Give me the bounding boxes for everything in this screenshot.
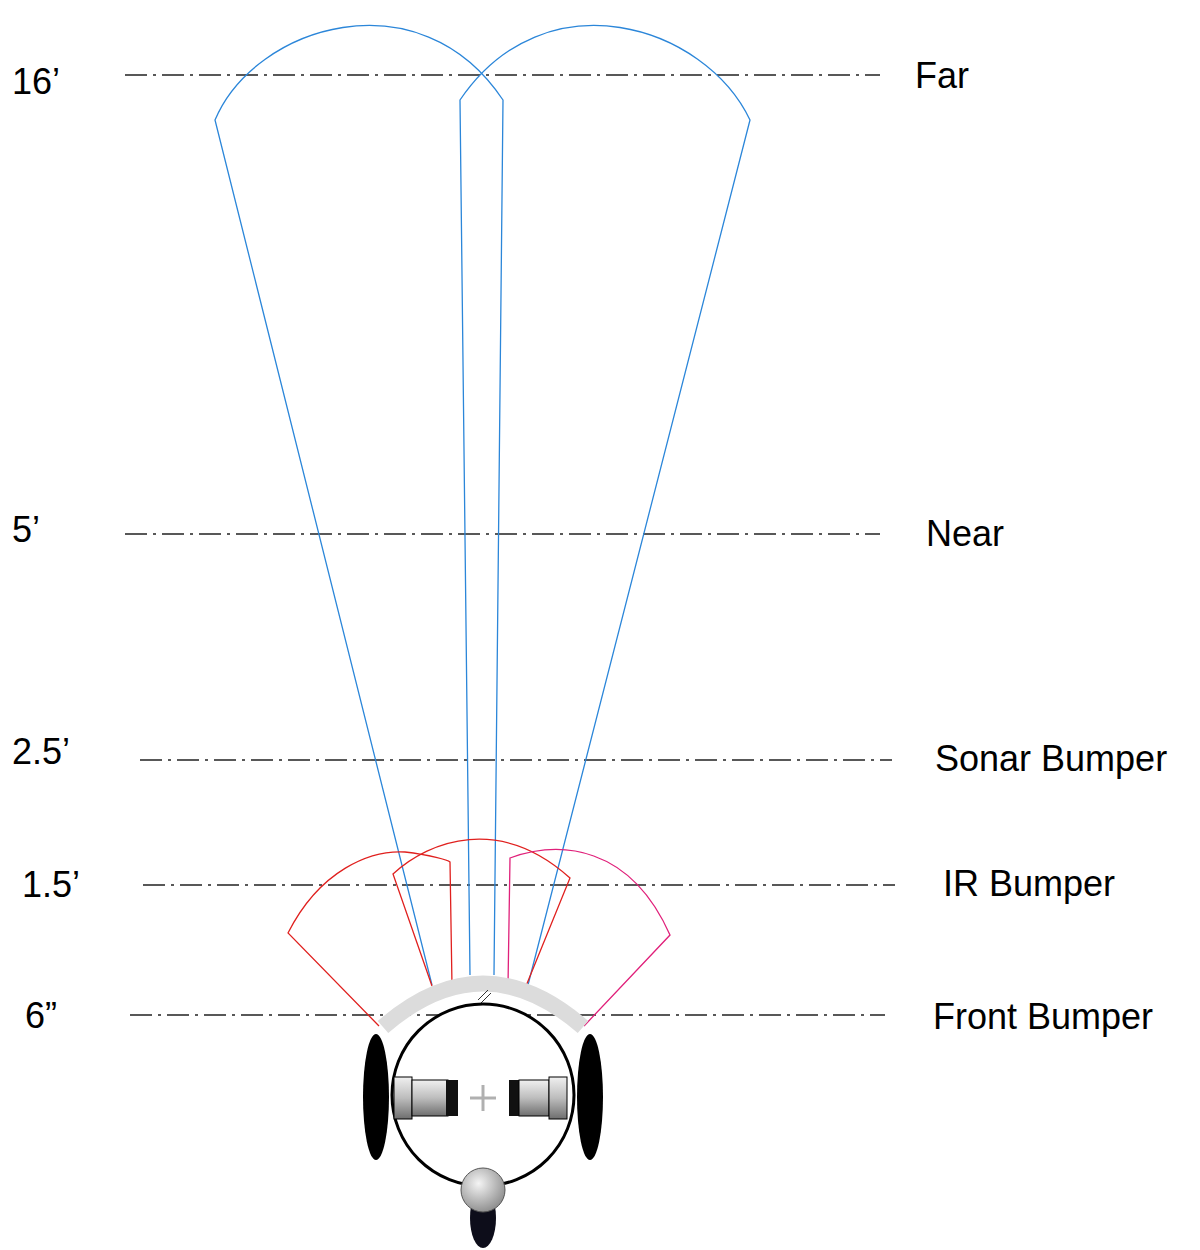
range-name: Front Bumper xyxy=(933,997,1153,1037)
bumper-mark xyxy=(481,993,491,1003)
range-value: 5’ xyxy=(12,510,40,550)
left-motor-cap xyxy=(446,1080,458,1116)
right-motor-mount xyxy=(549,1077,567,1119)
range-value: 2.5’ xyxy=(12,732,70,772)
caster-ball xyxy=(461,1168,505,1212)
bumper-mark xyxy=(478,990,488,1000)
right-motor xyxy=(519,1080,549,1116)
sonar-range-line xyxy=(140,759,892,760)
range-name: Near xyxy=(926,514,1004,554)
left-wheel xyxy=(363,1034,389,1160)
range-value: 16’ xyxy=(12,62,60,102)
ir-cones xyxy=(288,839,670,1026)
sonar-cone-right xyxy=(460,25,750,985)
range-name: Far xyxy=(915,56,969,96)
robot xyxy=(363,984,603,1249)
sonar-cones xyxy=(215,25,750,985)
range-value: 1.5’ xyxy=(22,865,80,905)
left-motor-mount xyxy=(394,1077,412,1119)
range-value: 6” xyxy=(25,996,57,1036)
left-motor xyxy=(412,1080,448,1116)
center-mark xyxy=(482,1085,485,1111)
range-name: Sonar Bumper xyxy=(935,739,1167,779)
far-range-line xyxy=(125,74,880,75)
range-name: IR Bumper xyxy=(943,864,1115,904)
ir-range-line xyxy=(143,884,895,885)
right-wheel xyxy=(577,1034,603,1160)
ir-cone-center xyxy=(393,839,570,986)
near-range-line xyxy=(125,533,880,534)
robot-body xyxy=(392,1004,574,1186)
